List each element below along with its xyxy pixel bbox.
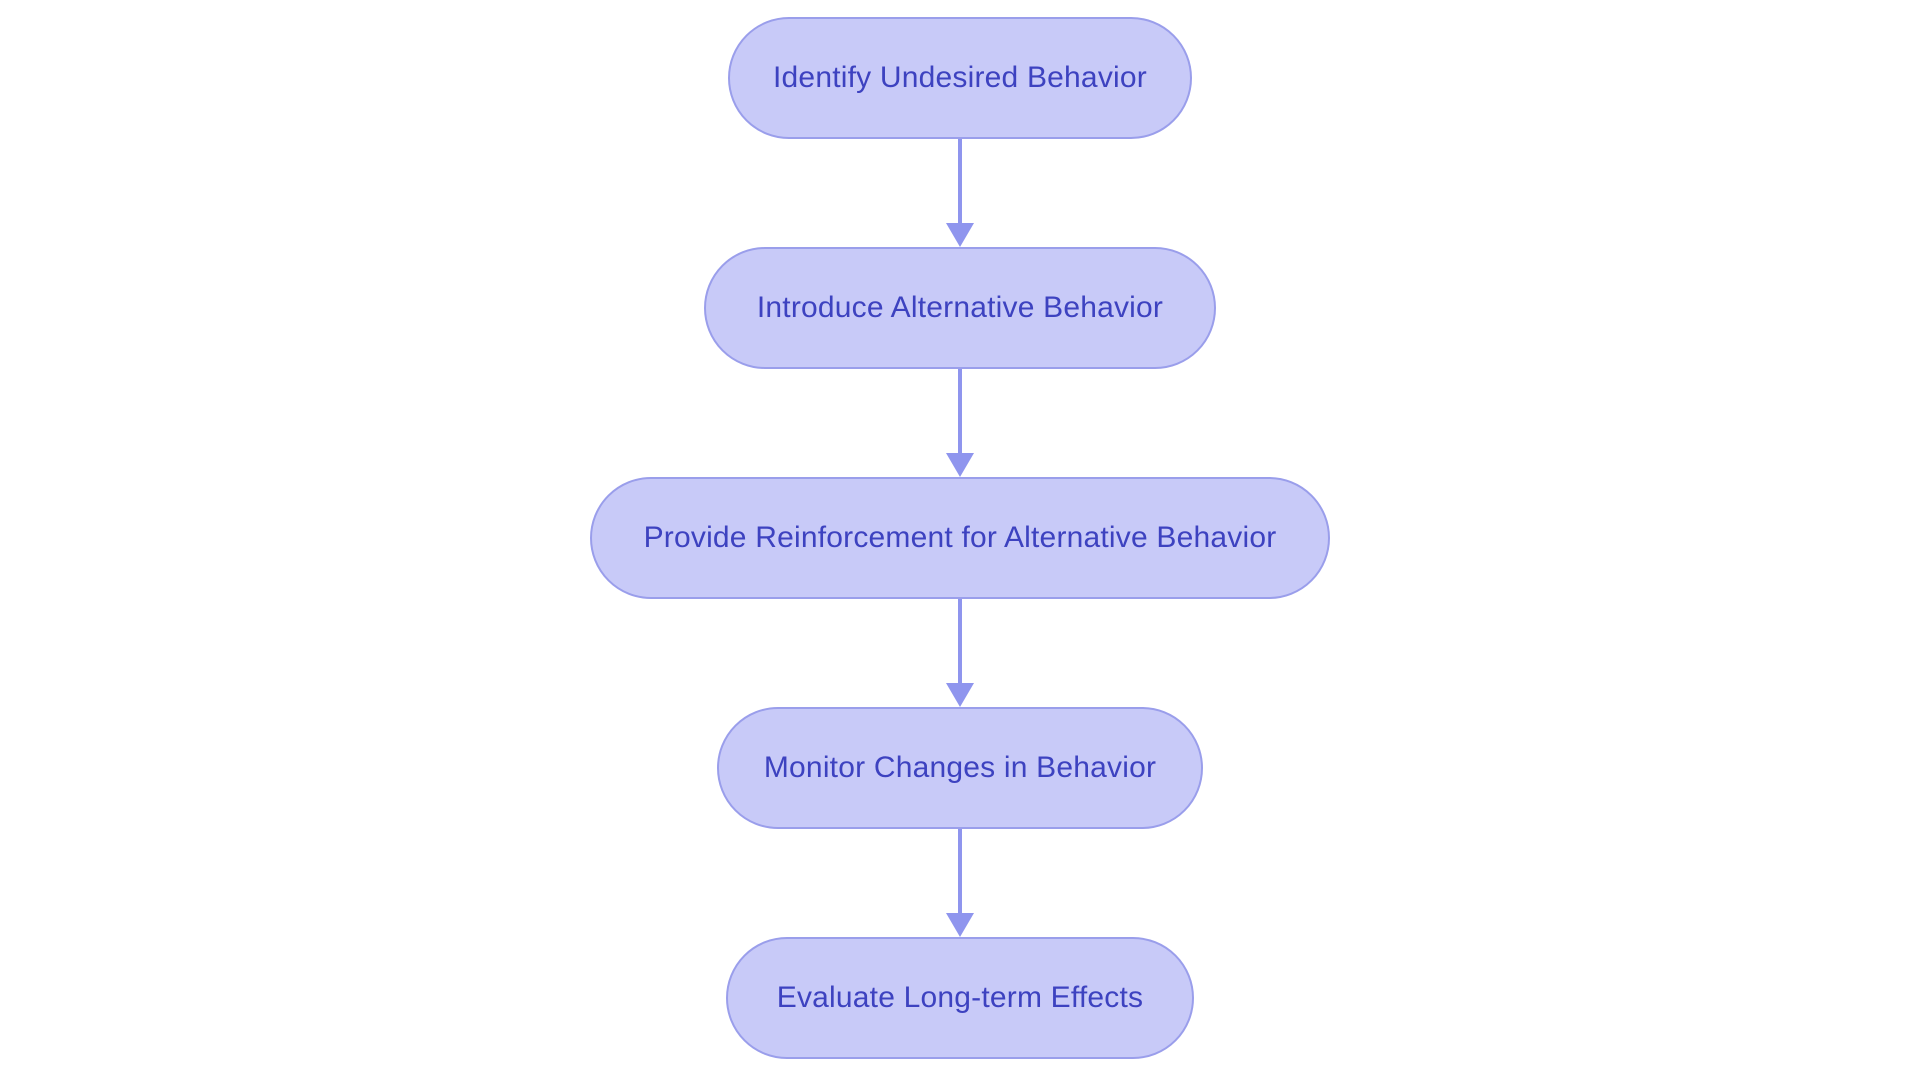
arrow-down-icon <box>946 139 974 247</box>
flow-node-label: Evaluate Long-term Effects <box>776 981 1144 1014</box>
arrow-head <box>946 913 974 937</box>
flow-node-introduce-alternative-behavior: Introduce Alternative Behavior <box>704 247 1216 369</box>
arrow-head <box>946 453 974 477</box>
flow-node-identify-undesired-behavior: Identify Undesired Behavior <box>728 17 1192 139</box>
arrow-down-icon <box>946 369 974 477</box>
arrow-shaft <box>958 369 962 453</box>
flow-node-label: Monitor Changes in Behavior <box>763 751 1157 784</box>
flow-node-monitor-changes: Monitor Changes in Behavior <box>717 707 1203 829</box>
arrow-down-icon <box>946 829 974 937</box>
flow-node-label: Introduce Alternative Behavior <box>756 291 1164 324</box>
arrow-shaft <box>958 829 962 913</box>
flow-node-provide-reinforcement: Provide Reinforcement for Alternative Be… <box>590 477 1330 599</box>
arrow-head <box>946 683 974 707</box>
flow-node-label: Provide Reinforcement for Alternative Be… <box>643 521 1277 554</box>
arrow-shaft <box>958 139 962 223</box>
arrow-down-icon <box>946 599 974 707</box>
flow-node-evaluate-long-term-effects: Evaluate Long-term Effects <box>726 937 1194 1059</box>
arrow-shaft <box>958 599 962 683</box>
flow-node-label: Identify Undesired Behavior <box>773 61 1147 94</box>
arrow-head <box>946 223 974 247</box>
